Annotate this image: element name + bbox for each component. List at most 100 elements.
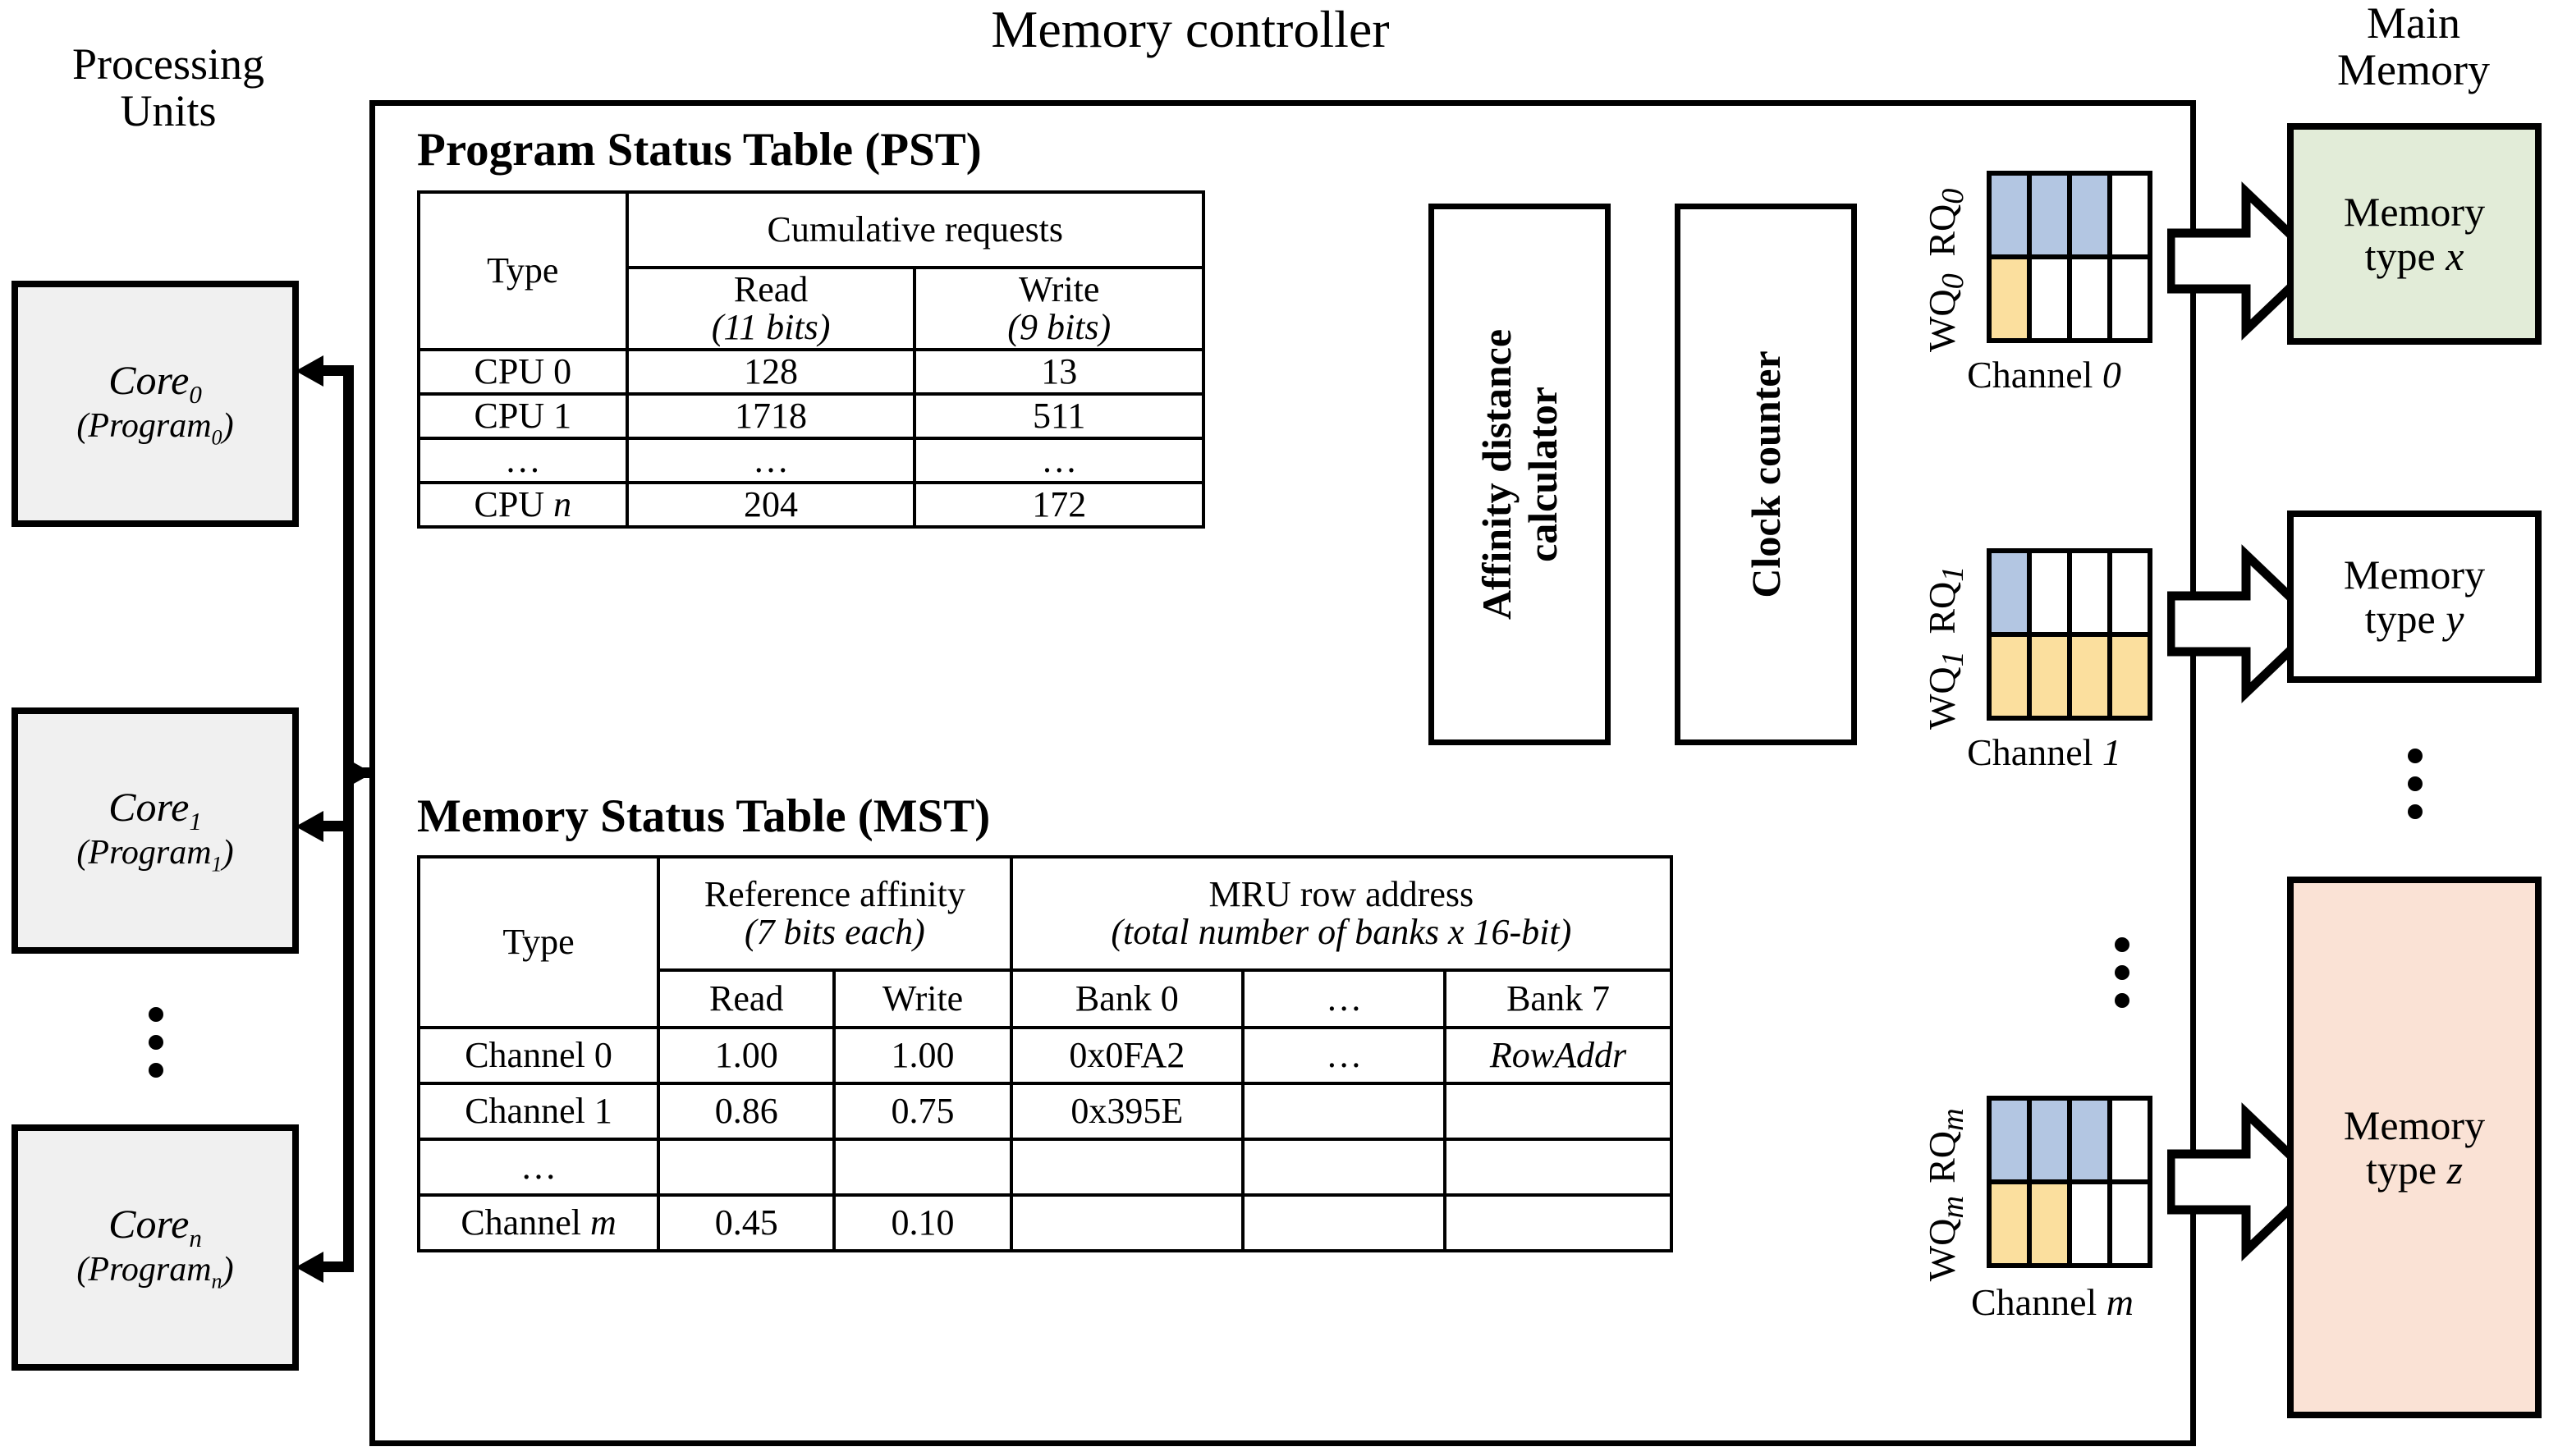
- core-label-1: Core1: [108, 783, 202, 836]
- read-queue-m[interactable]: [1987, 1096, 2152, 1184]
- read-queue-1-slot-2[interactable]: [2067, 548, 2112, 637]
- write-queue-m-slot-2[interactable]: [2067, 1179, 2112, 1268]
- pst-type-header: Type: [417, 190, 629, 351]
- mst-title: Memory Status Table (MST): [417, 790, 991, 842]
- read-queue-m-slot-3[interactable]: [2107, 1096, 2152, 1184]
- read-queue-1-slot-1[interactable]: [2027, 548, 2072, 637]
- mst-row-1-type: Channel 1: [416, 1082, 661, 1141]
- write-queue-0-slot-0[interactable]: [1987, 254, 2032, 343]
- write-queue-1-slot-3[interactable]: [2107, 632, 2152, 721]
- write-queue-0-slot-1[interactable]: [2027, 254, 2072, 343]
- mst-row-3-bank0: [1009, 1193, 1245, 1252]
- adc-line1: Affinity distance: [1474, 328, 1520, 620]
- pst-write-label: Write: [1019, 269, 1100, 309]
- read-queue-m-slot-1[interactable]: [2027, 1096, 2072, 1184]
- table-row: Channel m 0.45 0.10: [416, 1193, 1673, 1252]
- read-queue-m-slot-2[interactable]: [2067, 1096, 2112, 1184]
- read-queue-0[interactable]: [1987, 171, 2152, 259]
- core-program-0: (Program0): [76, 407, 234, 450]
- read-queue-0-slot-0[interactable]: [1987, 171, 2032, 259]
- table-row: CPU 1 1718 511: [417, 391, 1205, 440]
- affinity-distance-calculator-box[interactable]: Affinity distance calculator: [1428, 204, 1611, 745]
- read-queue-1-slot-0[interactable]: [1987, 548, 2032, 637]
- pst-header-row-2: Read (11 bits) Write (9 bits): [419, 266, 1205, 351]
- write-queue-0-slot-3[interactable]: [2107, 254, 2152, 343]
- adc-line2: calculator: [1520, 387, 1566, 562]
- queue-group-1: [1987, 548, 2152, 721]
- core-program-1: (Program1): [76, 834, 234, 877]
- pst-header-row-1: Type Cumulative requests: [417, 190, 1206, 351]
- read-queue-1-slot-3[interactable]: [2107, 548, 2152, 637]
- pst-row-0-write: 13: [913, 347, 1205, 396]
- queue-group-0: [1987, 171, 2152, 343]
- core-bus-branch-1: [322, 821, 354, 831]
- cores-ellipsis: [131, 985, 181, 1100]
- core-label-n: Coren: [108, 1200, 202, 1252]
- memory-x-line1: Memory: [2343, 189, 2486, 235]
- memory-y-line2: type y: [2364, 596, 2464, 642]
- mst-mru-header: MRU row address (total number of banks x…: [1009, 855, 1674, 972]
- read-queue-0-slot-1[interactable]: [2027, 171, 2072, 259]
- read-queue-1[interactable]: [1987, 548, 2152, 637]
- mst-header-row-2: Read Write Bank 0 … Bank 7: [419, 968, 1673, 1029]
- table-row: … … …: [417, 436, 1205, 484]
- write-queue-0-slot-2[interactable]: [2067, 254, 2112, 343]
- write-queue-m-slot-1[interactable]: [2027, 1179, 2072, 1268]
- mst-affinity-sub: (7 bits each): [744, 912, 925, 952]
- mst-row-0-read: 1.00: [657, 1026, 837, 1085]
- table-row: CPU n 204 172: [417, 480, 1205, 529]
- mst-row-2-write: [832, 1138, 1013, 1197]
- mst-row-2-bank0: [1009, 1138, 1245, 1197]
- write-queue-0[interactable]: [1987, 254, 2152, 343]
- processing-units-title-line2: Units: [120, 85, 217, 135]
- pst-row-1-type: CPU 1: [417, 391, 629, 440]
- pst-table: Type Cumulative requests Read (11 bits) …: [417, 190, 1206, 529]
- write-queue-m-slot-3[interactable]: [2107, 1179, 2152, 1268]
- processing-units-title-line1: Processing: [72, 39, 264, 89]
- clock-counter-box[interactable]: Clock counter: [1675, 204, 1857, 745]
- mst-row-0-bank0: 0x0FA2: [1009, 1026, 1245, 1085]
- memory-type-x-box[interactable]: Memory type x: [2287, 123, 2542, 345]
- write-queue-m[interactable]: [1987, 1179, 2152, 1268]
- pst-row-3-write: 172: [913, 480, 1205, 529]
- mst-sub-bank7: Bank 7: [1443, 968, 1673, 1029]
- mst-row-1-bank0: 0x395E: [1009, 1082, 1245, 1141]
- core-bus-branch-n: [322, 1261, 354, 1272]
- pst-title: Program Status Table (PST): [417, 124, 982, 176]
- mst-mru-label: MRU row address: [1208, 874, 1474, 915]
- core-box-n[interactable]: Coren (Programn): [11, 1124, 299, 1371]
- write-queue-1-slot-0[interactable]: [1987, 632, 2032, 721]
- queue-to-memory-arrow-z: [2167, 1102, 2323, 1261]
- mst-row-3-bank7: [1443, 1193, 1673, 1252]
- read-queue-m-slot-0[interactable]: [1987, 1096, 2032, 1184]
- memory-type-y-box[interactable]: Memory type y: [2287, 511, 2542, 683]
- core-box-0[interactable]: Core0 (Program0): [11, 281, 299, 527]
- read-queue-0-slot-2[interactable]: [2067, 171, 2112, 259]
- table-row: CPU 0 128 13: [417, 347, 1205, 396]
- pst-row-2-write: …: [913, 436, 1205, 484]
- main-memory-title: Main Memory: [2274, 0, 2553, 93]
- mc-arrowhead-in: [345, 758, 373, 789]
- write-queue-1-slot-2[interactable]: [2067, 632, 2112, 721]
- main-memory-title-line1: Main: [2367, 0, 2460, 48]
- memories-ellipsis: [2391, 722, 2440, 845]
- memory-controller-title: Memory controller: [991, 0, 1390, 58]
- clock-counter-label: Clock counter: [1743, 350, 1789, 598]
- pst-row-2-read: …: [625, 436, 917, 484]
- pst-write-header: Write (9 bits): [913, 266, 1205, 351]
- memory-type-z-box[interactable]: Memory type z: [2287, 877, 2542, 1418]
- channel-label-m: Channel m: [1970, 1281, 2134, 1323]
- pst-row-3-read: 204: [625, 480, 917, 529]
- mst-sub-dots: …: [1241, 968, 1447, 1029]
- write-queue-1-slot-1[interactable]: [2027, 632, 2072, 721]
- mst-row-0-dots: …: [1241, 1026, 1447, 1085]
- pst-row-1-write: 511: [913, 391, 1205, 440]
- write-queue-m-slot-0[interactable]: [1987, 1179, 2032, 1268]
- table-row: …: [416, 1138, 1673, 1197]
- read-queue-0-slot-3[interactable]: [2107, 171, 2152, 259]
- write-queue-1[interactable]: [1987, 632, 2152, 721]
- mst-row-1-read: 0.86: [657, 1082, 837, 1141]
- core-box-1[interactable]: Core1 (Program1): [11, 707, 299, 954]
- core-bus-trunk: [343, 365, 354, 1272]
- mst-row-3-read: 0.45: [657, 1193, 837, 1252]
